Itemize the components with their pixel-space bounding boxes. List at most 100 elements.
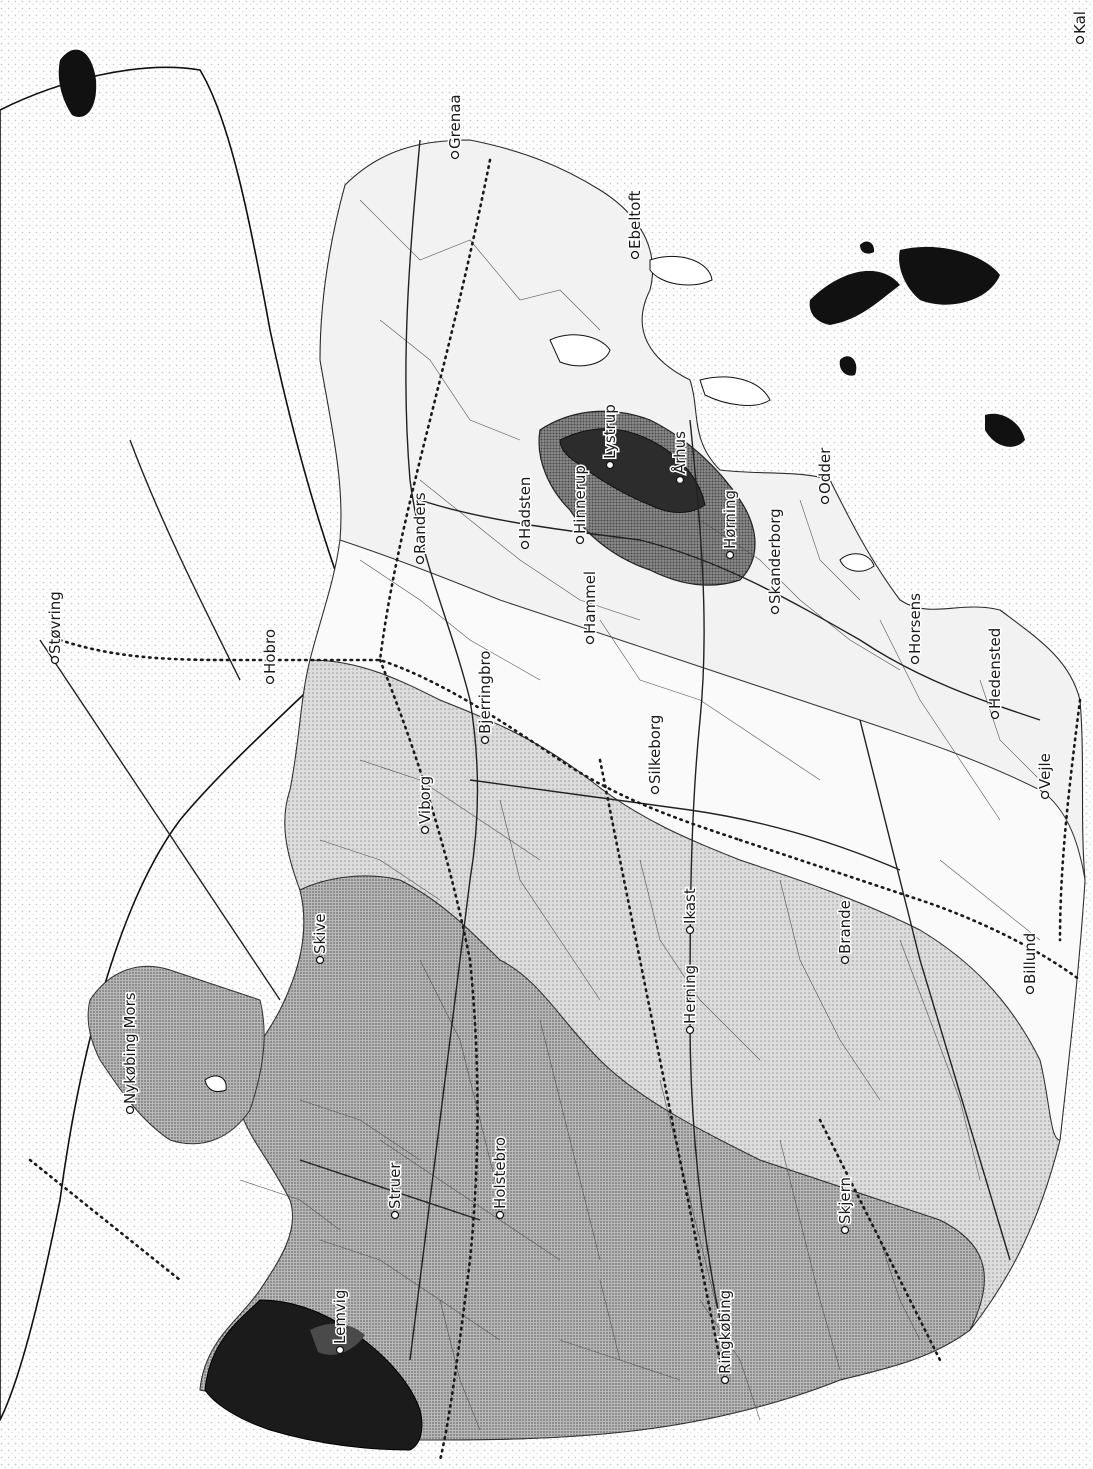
town-label: Vejle xyxy=(1036,753,1054,789)
town-label: Ringkøbing xyxy=(716,1290,734,1374)
town-label: Struer xyxy=(386,1162,404,1209)
town-label: Holstebro xyxy=(491,1137,509,1209)
town-marker-icon xyxy=(480,735,490,745)
town-odder[interactable]: Odder xyxy=(815,445,836,505)
town-grenaa[interactable]: Grenaa xyxy=(445,93,466,160)
town-label: Skanderborg xyxy=(766,508,784,604)
town-hedensted[interactable]: Hedensted xyxy=(985,626,1006,720)
town-label: Skjern xyxy=(836,1177,854,1224)
town-marker-icon xyxy=(675,475,685,485)
town-marker-icon xyxy=(820,495,830,505)
town-label: Billund xyxy=(1021,933,1039,984)
town-label: Randers xyxy=(411,492,429,554)
town-kal[interactable]: Kal xyxy=(1070,10,1091,45)
town-marker-icon xyxy=(415,555,425,565)
town-marker-icon xyxy=(315,955,325,965)
town-marker-icon xyxy=(650,785,660,795)
town-marker-icon xyxy=(495,1210,505,1220)
town-marker-icon xyxy=(910,655,920,665)
region-central xyxy=(309,539,1086,1141)
town-lemvig[interactable]: Lemvig xyxy=(330,1288,351,1355)
town-hinnerup[interactable]: Hinnerup xyxy=(570,464,591,545)
town-silkeborg[interactable]: Silkeborg xyxy=(645,713,666,795)
town-label: Horsens xyxy=(906,593,924,654)
region-mors xyxy=(87,965,265,1145)
town-label: Silkeborg xyxy=(646,715,664,784)
town-marker-icon xyxy=(450,150,460,160)
town-holstebro[interactable]: Holstebro xyxy=(490,1135,511,1220)
town-arhus[interactable]: Århus xyxy=(669,429,691,485)
town-label: Nykøbing Mors xyxy=(121,992,139,1104)
town-label: Herning xyxy=(681,965,699,1024)
town-hammel[interactable]: Hammel xyxy=(580,569,601,645)
town-hoerning[interactable]: Hørning xyxy=(720,488,741,560)
town-label: Ebeltoft xyxy=(626,191,644,249)
town-hadsten[interactable]: Hadsten xyxy=(515,475,536,550)
town-label: Kal xyxy=(1071,11,1089,34)
town-label: Hadsten xyxy=(516,477,534,539)
town-marker-icon xyxy=(420,825,430,835)
town-label: Hinnerup xyxy=(571,465,589,534)
town-label: Hørning xyxy=(721,490,739,549)
town-herning[interactable]: Herning xyxy=(680,963,701,1035)
region-aarhus-core xyxy=(559,428,706,513)
town-ringkobing[interactable]: Ringkøbing xyxy=(715,1288,736,1385)
town-viborg[interactable]: Viborg xyxy=(415,774,436,835)
town-label: Lemvig xyxy=(331,1290,349,1345)
town-marker-icon xyxy=(605,460,615,470)
town-label: Bjerringbro xyxy=(476,651,494,735)
town-label: Viborg xyxy=(416,776,434,824)
town-randers[interactable]: Randers xyxy=(410,491,431,565)
town-lystrup[interactable]: Lystrup xyxy=(600,403,621,470)
town-label: Hammel xyxy=(581,571,599,634)
town-label: Hedensted xyxy=(986,628,1004,709)
town-marker-icon xyxy=(990,710,1000,720)
town-marker-icon xyxy=(390,1210,400,1220)
town-ebeltoft[interactable]: Ebeltoft xyxy=(625,189,646,260)
town-marker-icon xyxy=(575,535,585,545)
town-marker-icon xyxy=(1025,985,1035,995)
region-lemvig-shore xyxy=(310,1323,365,1355)
town-marker-icon xyxy=(265,675,275,685)
town-label: Odder xyxy=(816,447,834,494)
town-marker-icon xyxy=(520,540,530,550)
region-lemvig xyxy=(204,1299,423,1451)
town-label: Brande xyxy=(836,900,854,954)
town-skanderborg[interactable]: Skanderborg xyxy=(765,507,786,615)
municipal-boundaries xyxy=(239,199,1041,1431)
town-marker-icon xyxy=(840,955,850,965)
town-label: Århus xyxy=(670,431,689,474)
town-hobro[interactable]: Hobro xyxy=(260,628,281,685)
town-skive[interactable]: Skive xyxy=(310,912,331,965)
town-label: Lystrup xyxy=(601,404,619,459)
town-marker-icon xyxy=(630,250,640,260)
town-marker-icon xyxy=(720,1375,730,1385)
town-marker-icon xyxy=(1075,35,1085,45)
town-billund[interactable]: Billund xyxy=(1020,931,1041,995)
town-nykobing[interactable]: Nykøbing Mors xyxy=(120,991,141,1115)
town-marker-icon xyxy=(685,925,695,935)
town-horsens[interactable]: Horsens xyxy=(905,591,926,665)
islands xyxy=(58,49,1025,447)
railways xyxy=(28,158,1082,1462)
town-marker-icon xyxy=(685,1025,695,1035)
roads xyxy=(39,139,1041,1361)
town-stoevring[interactable]: Støvring xyxy=(45,590,66,665)
town-marker-icon xyxy=(1040,790,1050,800)
town-label: Grenaa xyxy=(446,94,464,149)
town-marker-icon xyxy=(335,1345,345,1355)
town-bjerringbro[interactable]: Bjerringbro xyxy=(475,649,496,745)
town-marker-icon xyxy=(770,605,780,615)
town-label: Hobro xyxy=(261,629,279,674)
town-ikast[interactable]: Ikast xyxy=(680,887,701,935)
town-marker-icon xyxy=(50,655,60,665)
town-vejle[interactable]: Vejle xyxy=(1035,752,1056,800)
town-struer[interactable]: Struer xyxy=(385,1160,406,1220)
town-marker-icon xyxy=(725,550,735,560)
town-brande[interactable]: Brande xyxy=(835,899,856,965)
lakes xyxy=(204,256,875,1093)
town-skjern[interactable]: Skjern xyxy=(835,1175,856,1235)
town-label: Ikast xyxy=(681,888,699,924)
